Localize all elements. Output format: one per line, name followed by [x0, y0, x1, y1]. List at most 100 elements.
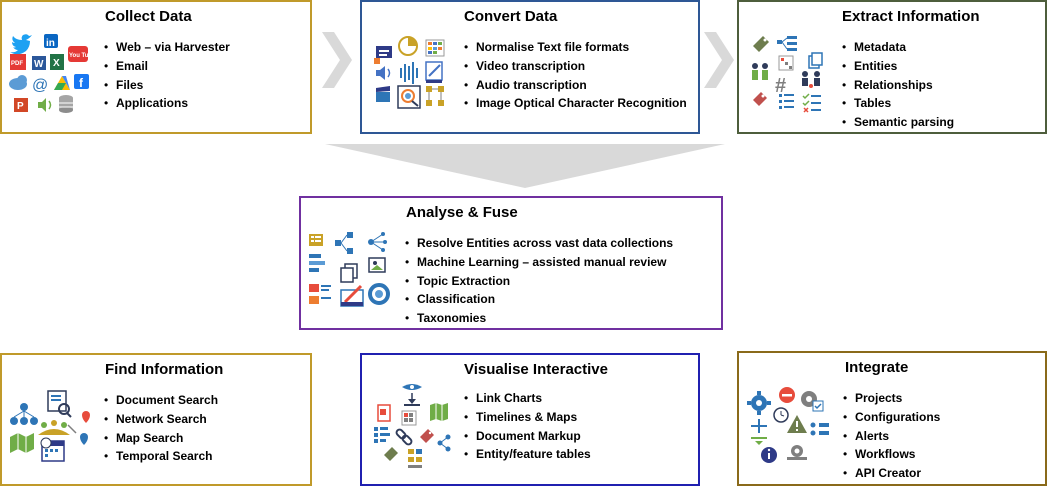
- list-item: Email: [104, 57, 230, 76]
- list-item: Applications: [104, 94, 230, 113]
- list-item: Document Markup: [464, 427, 591, 446]
- facebook-icon: f: [74, 74, 89, 90]
- list-item: Network Search: [104, 410, 218, 429]
- people-icon: [752, 63, 768, 80]
- convert-data-title: Convert Data: [464, 8, 558, 25]
- collect-data-box: Collect Data Web – via Harvester Email F…: [0, 0, 312, 134]
- svg-text:f: f: [79, 76, 84, 90]
- text-document-icon: [374, 46, 392, 64]
- convert-data-list: Normalise Text file formats Video transc…: [464, 38, 687, 113]
- extract-information-title: Extract Information: [842, 8, 980, 25]
- list-item: Files: [104, 76, 230, 95]
- list-item: Video transcription: [464, 57, 687, 76]
- linkedin-icon: in: [44, 34, 58, 49]
- list-item: Normalise Text file formats: [464, 38, 687, 57]
- list-item: Timelines & Maps: [464, 408, 591, 427]
- copy-icon: [340, 263, 358, 283]
- eye-icon: [402, 384, 422, 390]
- integrate-box: Integrate Projects Configurations Alerts…: [737, 351, 1047, 486]
- collect-data-icons: in PDF W X You Tube @ f P: [9, 34, 96, 113]
- list-item: Semantic parsing: [842, 113, 954, 132]
- analyse-fuse-list: Resolve Entities across vast data collec…: [405, 234, 673, 328]
- list-item: Resolve Entities across vast data collec…: [405, 234, 673, 253]
- tag-label-icon: [384, 447, 398, 461]
- powerpoint-icon: P: [14, 98, 28, 112]
- location-pin-icon: [82, 411, 90, 423]
- document-search-icon: [47, 390, 72, 418]
- list-item: Entities: [842, 57, 954, 76]
- checklist-icon: [802, 93, 821, 113]
- list-icon: [779, 94, 794, 109]
- extract-information-box: Extract Information Metadata Entities Re…: [737, 0, 1047, 134]
- svg-text:W: W: [34, 59, 44, 70]
- list-item: Audio transcription: [464, 76, 687, 95]
- grid-view-icon: [401, 410, 417, 426]
- list-item: Machine Learning – assisted manual revie…: [405, 253, 673, 272]
- integrate-list: Projects Configurations Alerts Workflows…: [843, 389, 940, 483]
- pie-chart-icon: [398, 36, 418, 56]
- api-gear-icon: [787, 445, 807, 460]
- analyse-fuse-title: Analyse & Fuse: [406, 204, 518, 221]
- list-item: API Creator: [843, 464, 940, 483]
- list-item: Image Optical Character Recognition: [464, 94, 687, 113]
- list-item: Document Search: [104, 391, 218, 410]
- info-icon: [761, 447, 777, 463]
- extract-information-icons: #: [752, 36, 823, 113]
- collect-data-list: Web – via Harvester Email Files Applicat…: [104, 38, 230, 113]
- map-icon: [10, 433, 34, 453]
- tag-icon: [420, 429, 434, 443]
- list-item: Alerts: [843, 427, 940, 446]
- audio-wave-icon: [400, 62, 418, 84]
- team-icon: [38, 420, 70, 435]
- speaker-icon: [38, 98, 52, 112]
- convert-data-icons: [374, 36, 445, 109]
- warning-icon: [787, 415, 807, 433]
- timeline-icon: [374, 427, 390, 443]
- list-grid-icon: [309, 234, 323, 246]
- collect-data-title: Collect Data: [105, 8, 192, 25]
- org-chart-icon: [10, 403, 38, 425]
- image-text-icon: [309, 284, 331, 304]
- network-tree-icon: [335, 232, 353, 254]
- pen-edit-icon: [340, 284, 364, 307]
- find-information-title: Find Information: [105, 361, 224, 378]
- at-email-icon: @: [32, 77, 48, 94]
- list-item: Projects: [843, 389, 940, 408]
- tag-arrows-icon: [309, 254, 325, 272]
- list-item: Classification: [405, 290, 673, 309]
- hierarchy-icon: [777, 36, 797, 51]
- find-information-box: Find Information Document Search Network…: [0, 353, 312, 486]
- svg-text:in: in: [46, 38, 55, 49]
- youtube-icon: You Tube: [68, 46, 96, 62]
- location-pin-icon: [80, 433, 88, 445]
- cloud-icon: [9, 75, 27, 90]
- clock-icon: [773, 407, 789, 423]
- svg-text:You Tube: You Tube: [69, 53, 96, 59]
- find-information-icons: [10, 390, 90, 462]
- edit-document-icon: [425, 61, 443, 83]
- list-item: Entity/feature tables: [464, 445, 591, 464]
- gear-icon: [747, 391, 771, 415]
- settings-check-icon: [801, 391, 824, 412]
- share-icon: [437, 434, 451, 452]
- flow-icon: [408, 449, 422, 468]
- visualise-interactive-icons: [374, 384, 451, 468]
- document-copy-icon: [808, 52, 823, 69]
- list-item: Taxonomies: [405, 309, 673, 328]
- calendar-clock-icon: [40, 437, 65, 462]
- svg-text:PDF: PDF: [11, 61, 23, 67]
- visualise-interactive-list: Link Charts Timelines & Maps Document Ma…: [464, 389, 591, 464]
- list-item: Metadata: [842, 38, 954, 57]
- label-tag-icon: [753, 92, 767, 106]
- cycle-icon: [368, 283, 390, 305]
- stop-icon: [779, 387, 795, 403]
- link-icon: [395, 428, 413, 446]
- list-item: Tables: [842, 94, 954, 113]
- analyse-fuse-box: Analyse & Fuse Resolve Entities across v…: [299, 196, 723, 330]
- list-item: Topic Extraction: [405, 272, 673, 291]
- download-arrow-icon: [404, 393, 420, 406]
- ocr-scan-icon: [397, 85, 421, 109]
- volume-icon: [376, 66, 391, 80]
- word-icon: W: [32, 56, 46, 70]
- list-item: Configurations: [843, 408, 940, 427]
